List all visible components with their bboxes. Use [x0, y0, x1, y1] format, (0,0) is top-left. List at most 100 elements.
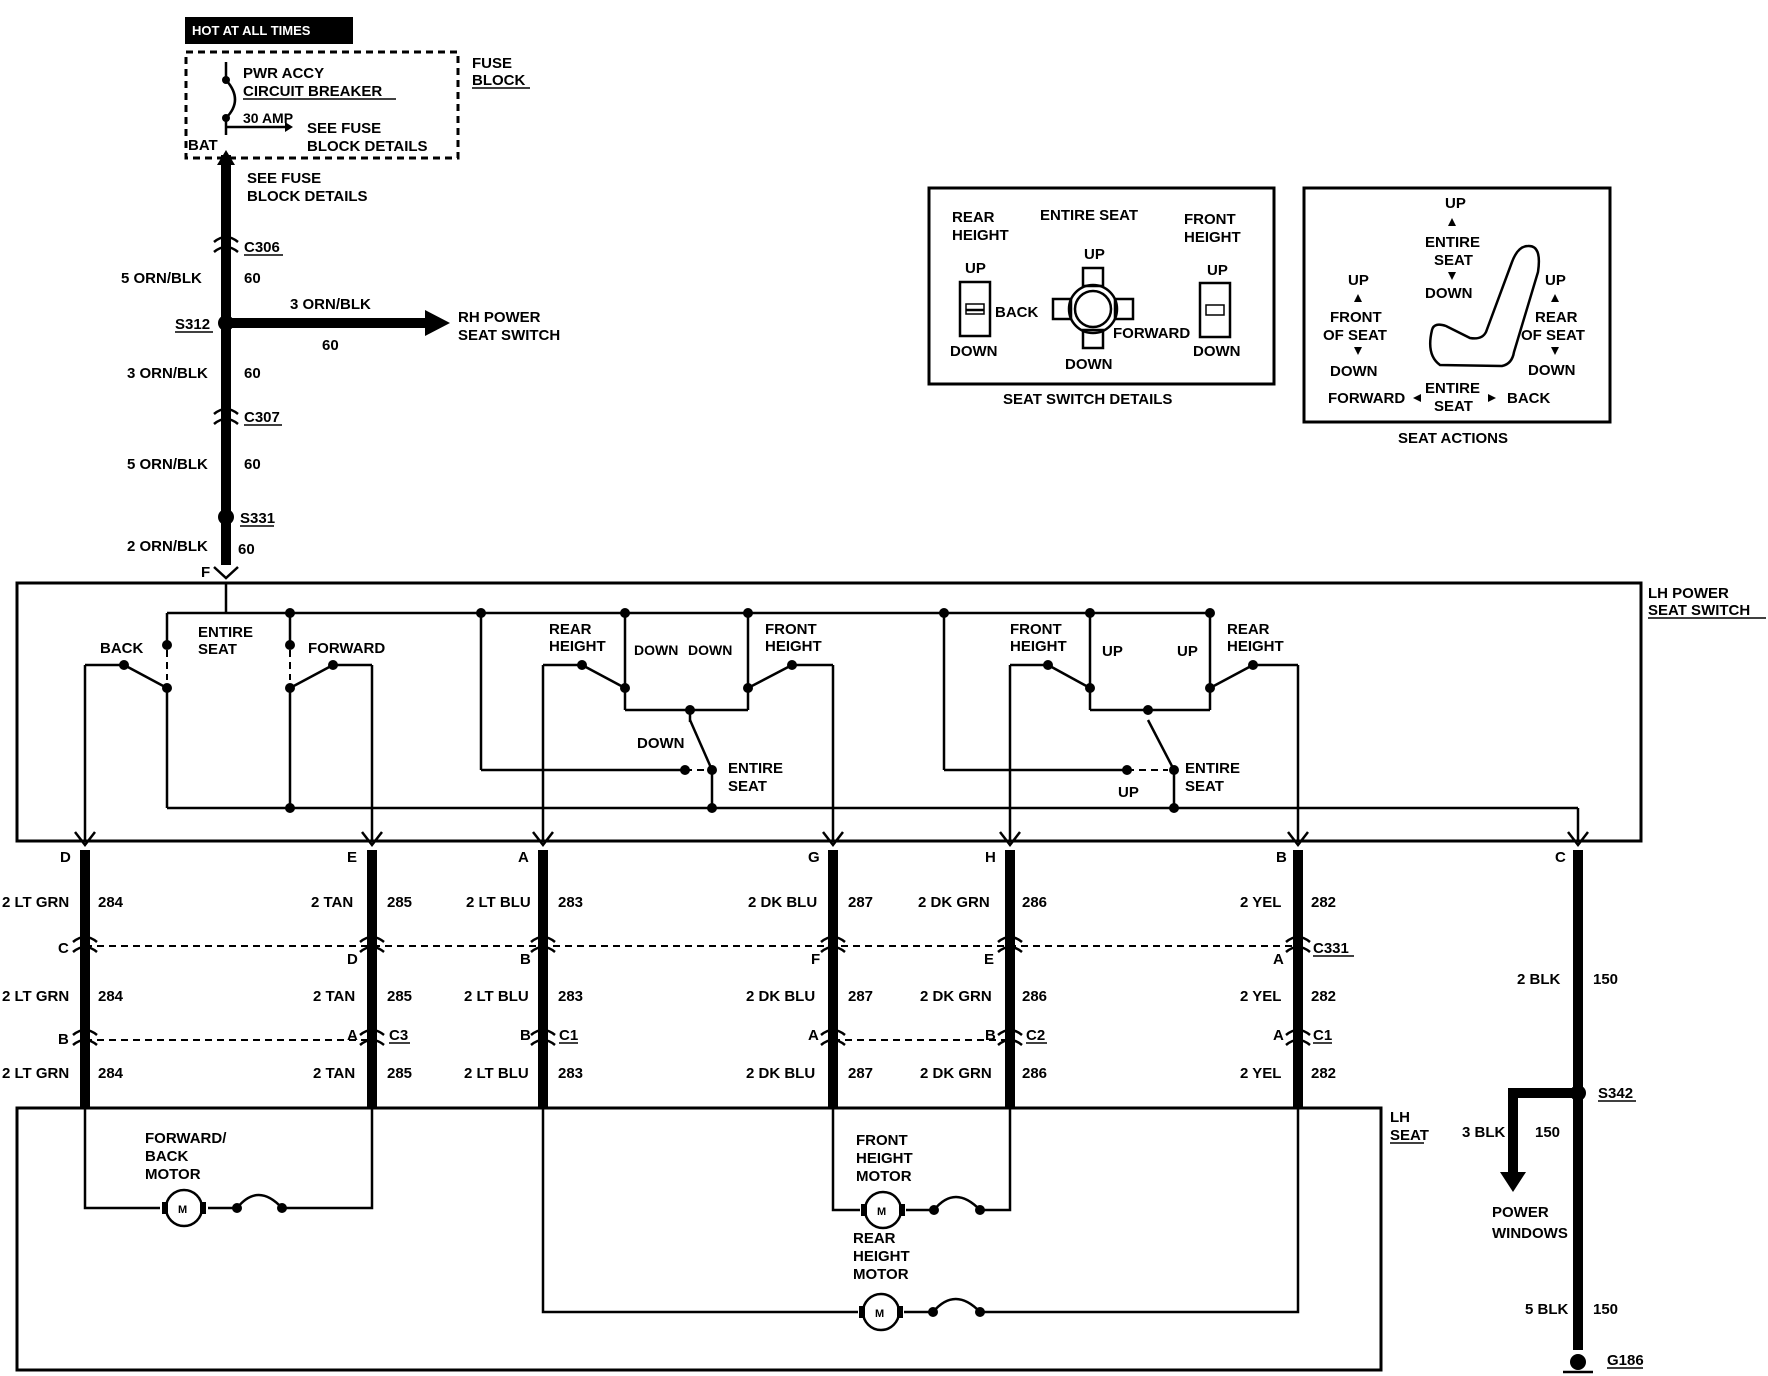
terminal-h: H: [985, 849, 996, 866]
terminal-c: C: [1555, 849, 1566, 866]
wire-5-orn-blk: 5 ORN/BLK: [121, 270, 202, 287]
wire-number: 283: [558, 988, 583, 1005]
terminal-g: G: [808, 849, 820, 866]
sa-entire-seat-2: SEAT: [1434, 252, 1473, 269]
circuit-breaker-label: PWR ACCY: [243, 65, 324, 82]
c331-label: C331: [1313, 940, 1349, 957]
bot-pin: B: [58, 1031, 69, 1048]
ssd-back: BACK: [995, 304, 1038, 321]
fb-motor-label-3: MOTOR: [145, 1166, 201, 1183]
rh-wire-label: 3 ORN/BLK: [290, 296, 371, 313]
seat-icon: [1429, 244, 1541, 368]
sa-front-of-seat: FRONT: [1330, 309, 1382, 326]
wire-num-60: 60: [244, 270, 261, 287]
wire-label: 2 TAN: [311, 894, 353, 911]
rh-power-seat-switch-2: SEAT SWITCH: [458, 327, 560, 344]
s342-label: S342: [1598, 1085, 1633, 1102]
fuse-block-label-2: BLOCK: [472, 72, 525, 89]
gnd-wire-num-b: 150: [1593, 1301, 1618, 1318]
fb-motor-label: FORWARD/: [145, 1130, 227, 1147]
terminal-b: B: [1276, 849, 1287, 866]
ssd-forward: FORWARD: [1113, 325, 1190, 342]
gnd-wire-num: 150: [1593, 971, 1618, 988]
svg-text:M: M: [877, 1206, 886, 1218]
pw-wire-label: 3 BLK: [1462, 1124, 1506, 1141]
wire-num-60-c: 60: [244, 456, 261, 473]
ssd-front-height: FRONT: [1184, 211, 1236, 228]
fb-motor-circuit: [83, 1108, 374, 1210]
sw3-up: UP: [1118, 784, 1139, 801]
terminal-arrows: [74, 831, 1589, 848]
lh-seat-title-2: SEAT: [1390, 1127, 1429, 1144]
power-feed: HOT AT ALL TIMES FUSE BLOCK PWR ACCY CIR…: [121, 17, 560, 581]
circuit-breaker-symbol: [224, 62, 237, 135]
ssd-down-right: DOWN: [1193, 343, 1241, 360]
wire-number: 285: [387, 988, 412, 1005]
sw2-rear-2: HEIGHT: [549, 638, 606, 655]
power-windows-label-2: WINDOWS: [1492, 1225, 1568, 1242]
bot-pin: A: [347, 1027, 358, 1044]
wire-number: 284: [98, 894, 124, 911]
rear-height-rocker-icon: [958, 280, 992, 338]
bot-pin: B: [985, 1027, 996, 1044]
seat-switch-details-panel: REAR HEIGHT ENTIRE SEAT FRONT HEIGHT UP …: [927, 186, 1276, 408]
terminal-e: E: [347, 849, 357, 866]
sa-up-left: UP: [1348, 272, 1369, 289]
rh-motor-label: REAR: [853, 1230, 896, 1247]
wire-number: 285: [387, 894, 412, 911]
wire-label: 2 YEL: [1240, 988, 1281, 1005]
gnd-wire-label: 2 BLK: [1517, 971, 1561, 988]
ssd-up-right: UP: [1207, 262, 1228, 279]
ssd-rear-height-2: HEIGHT: [952, 227, 1009, 244]
sa-back: BACK: [1507, 390, 1550, 407]
bot-pin: A: [1273, 1027, 1284, 1044]
see-fuse-label-2: BLOCK DETAILS: [307, 138, 428, 155]
wire-number: 284: [98, 988, 124, 1005]
wire-label: 2 DK GRN: [918, 894, 990, 911]
sw2-down-a: DOWN: [634, 642, 678, 658]
hot-at-all-times-badge: [185, 17, 353, 44]
fh-motor-label-3: MOTOR: [856, 1168, 912, 1185]
c3-label: C3: [389, 1027, 408, 1044]
splice-s331: [218, 509, 234, 525]
amp-rating: 30 AMP: [243, 110, 293, 126]
wire-label: 2 LT BLU: [466, 894, 531, 911]
gnd-wire-label-b: 5 BLK: [1525, 1301, 1569, 1318]
wire-label: 2 LT BLU: [464, 1065, 529, 1082]
lh-power-seat-switch: LH POWER SEAT SWITCH ENTIRE SEAT BACK FO…: [15, 581, 1766, 848]
lh-seat: LH SEAT FORWARD/ BACK MOTOR M FRONT HEIG…: [15, 1106, 1429, 1372]
connector-c307: [213, 407, 239, 425]
sw3-front-2: HEIGHT: [1010, 638, 1067, 655]
s331-label: S331: [240, 510, 275, 527]
sa-forward: FORWARD: [1328, 390, 1405, 407]
ssd-down-left: DOWN: [950, 343, 998, 360]
svg-text:M: M: [875, 1308, 884, 1320]
sa-up-right: UP: [1545, 272, 1566, 289]
wire-label: 2 DK GRN: [920, 1065, 992, 1082]
wire-5-orn-blk-b: 5 ORN/BLK: [127, 456, 208, 473]
wire-number: 283: [558, 894, 583, 911]
lh-switch-title: LH POWER: [1648, 585, 1729, 602]
sw2-entire: ENTIRE: [728, 760, 783, 777]
sw2-down-b: DOWN: [688, 642, 732, 658]
wire-label: 2 LT GRN: [2, 894, 69, 911]
sw2-down: DOWN: [637, 735, 685, 752]
rh-power-seat-switch: RH POWER: [458, 309, 541, 326]
fb-motor-label-2: BACK: [145, 1148, 188, 1165]
ssd-front-height-2: HEIGHT: [1184, 229, 1241, 246]
sa-up-top: UP: [1445, 195, 1466, 212]
ssd-up-left: UP: [965, 260, 986, 277]
wire-label: 2 TAN: [313, 988, 355, 1005]
rh-motor-icon: M: [859, 1292, 903, 1332]
wire-number: 284: [98, 1065, 124, 1082]
ssd-up-center: UP: [1084, 246, 1105, 263]
wire-label: 2 YEL: [1240, 894, 1281, 911]
mid-pin: F: [811, 951, 820, 968]
fuse-block-outline: [184, 50, 460, 160]
wire-number: 282: [1311, 1065, 1336, 1082]
power-windows-label: POWER: [1492, 1204, 1549, 1221]
wire-label: 2 YEL: [1240, 1065, 1281, 1082]
wire-label: 2 LT GRN: [2, 1065, 69, 1082]
lh-seat-title: LH: [1390, 1109, 1410, 1126]
fh-motor-icon: M: [861, 1190, 905, 1230]
